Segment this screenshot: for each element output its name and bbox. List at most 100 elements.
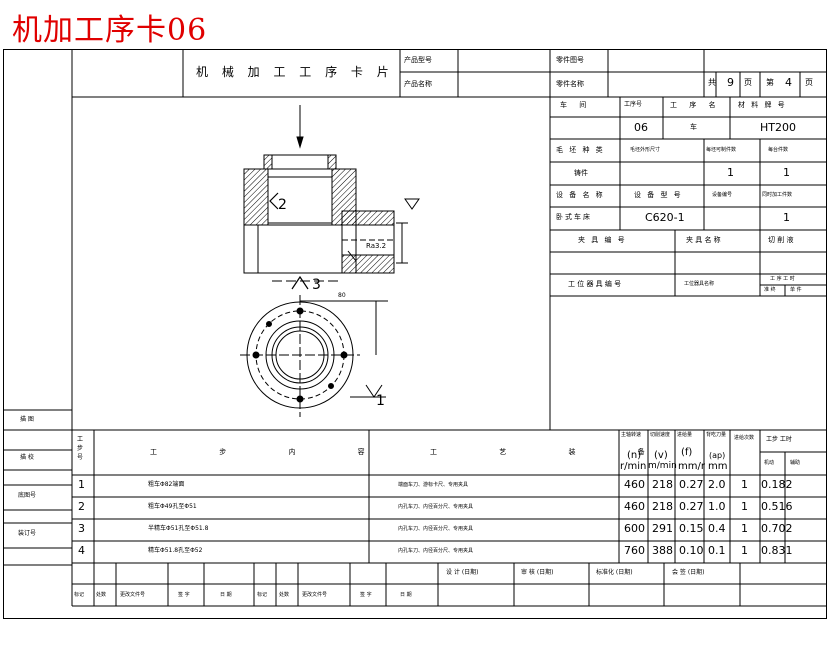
time-aux-label: 辅助 xyxy=(790,460,801,466)
pieces-per: 1 xyxy=(783,166,790,179)
simultaneous: 1 xyxy=(783,211,790,224)
step-speed: 460 xyxy=(624,500,645,513)
product-model-label: 产品型号 xyxy=(404,56,432,64)
sig-label-1: 签 字 xyxy=(178,592,190,598)
mark-label-1: 标记 xyxy=(74,592,85,598)
step-speed: 760 xyxy=(624,544,645,557)
card-name: 机 械 加 工 工 序 卡 片 xyxy=(196,65,394,79)
side-label-bind: 装订号 xyxy=(18,530,37,537)
equipment-name-label: 设 备 名 称 xyxy=(556,191,605,199)
simultaneous-label: 同时加工件数 xyxy=(762,192,793,198)
doc-label-2: 更改文件号 xyxy=(302,592,328,598)
feed-unit: mm/r xyxy=(678,461,705,472)
step-no: 2 xyxy=(78,500,85,513)
process-name: 车 xyxy=(690,123,697,131)
cut-speed-unit: m/min xyxy=(648,461,677,471)
blanks-per-label: 每坯可制件数 xyxy=(706,147,737,153)
step-no-header: 工步号 xyxy=(77,436,84,461)
date-label-1: 日 期 xyxy=(220,592,232,598)
step-equipment: 端面车刀、游标卡尺、专用夹具 xyxy=(398,482,469,488)
step-depth: 0.1 xyxy=(708,544,726,557)
page-value: 4 xyxy=(785,76,792,89)
step-no: 1 xyxy=(78,478,85,491)
part-drawing-label: 零件图号 xyxy=(556,56,584,64)
step-cut-speed: 291 xyxy=(652,522,673,535)
equipment-model-label: 设 备 型 号 xyxy=(634,191,683,199)
feed-label: 进给量 xyxy=(677,432,693,438)
content-header: 工 步 内 容 xyxy=(150,448,395,456)
equipment-name: 卧式车床 xyxy=(556,213,592,221)
step-passes: 1 xyxy=(741,500,748,513)
part-drawing: 2 3 1 Ra3.2 80 xyxy=(240,105,420,417)
feed-sym: (f) xyxy=(681,447,693,458)
time-unit-label: 单 件 xyxy=(790,287,802,293)
passes-label: 进给次数 xyxy=(734,435,755,441)
cut-speed-label: 切削速度 xyxy=(650,432,671,438)
page-unit-2: 页 xyxy=(805,78,813,87)
side-label-trace: 描 图 xyxy=(20,416,34,423)
blank-type: 铸件 xyxy=(574,169,588,177)
coolant-label: 切 削 液 xyxy=(768,236,794,244)
step-feed: 0.15 xyxy=(679,522,704,535)
step-content: 粗车Φ49孔至Φ51 xyxy=(148,503,197,510)
step-passes: 1 xyxy=(741,522,748,535)
step-equipment: 内孔车刀、内径百分尺、专用夹具 xyxy=(398,526,474,532)
workshop-label: 车 间 xyxy=(560,101,592,109)
step-cut-speed: 388 xyxy=(652,544,673,557)
step-speed: 460 xyxy=(624,478,645,491)
time-machine-label: 机动 xyxy=(764,460,775,466)
step-equipment: 内孔车刀、内径百分尺、专用夹具 xyxy=(398,548,474,554)
total-label: 共 xyxy=(708,78,716,87)
dim-label-2: 2 xyxy=(278,197,287,213)
count-label-2: 处数 xyxy=(279,592,290,598)
time-prep-label: 准 终 xyxy=(764,287,776,293)
process-time-label: 工 序 工 时 xyxy=(770,276,795,282)
side-label-base: 底图号 xyxy=(18,492,37,499)
step-no: 3 xyxy=(78,522,85,535)
material: HT200 xyxy=(760,121,796,134)
step-depth: 1.0 xyxy=(708,500,726,513)
step-content: 半精车Φ51孔至Φ51.8 xyxy=(148,525,209,532)
dim-label-3: 3 xyxy=(312,277,321,293)
dim-label-80: 80 xyxy=(338,292,346,299)
speed-sym: (n) xyxy=(627,450,642,461)
design-label: 设 计 (日期) xyxy=(446,569,479,576)
step-speed: 600 xyxy=(624,522,645,535)
date-label-2: 日 期 xyxy=(400,592,412,598)
step-time-label: 工步 工时 xyxy=(766,436,792,443)
step-time: 0.702 xyxy=(761,522,793,535)
step-cut-speed: 218 xyxy=(652,478,673,491)
mark-label-2: 标记 xyxy=(257,592,268,598)
step-passes: 1 xyxy=(741,544,748,557)
station-tool-no-label: 工 位 器 具 编 号 xyxy=(568,280,622,288)
step-feed: 0.27 xyxy=(679,478,704,491)
depth-unit: mm xyxy=(708,461,728,472)
cut-speed-sym: (v) xyxy=(654,450,668,461)
review-label: 审 核 (日期) xyxy=(521,569,554,576)
step-cut-speed: 218 xyxy=(652,500,673,513)
fixture-no-label: 夹 具 编 号 xyxy=(578,236,627,244)
page-label: 第 xyxy=(766,78,774,87)
step-time: 0.516 xyxy=(761,500,793,513)
step-content: 精车Φ51.8孔至Φ52 xyxy=(148,547,203,554)
step-content: 粗车Φ82端面 xyxy=(148,481,185,488)
side-label-check: 描 校 xyxy=(20,454,34,461)
station-tool-name-label: 工位器具名称 xyxy=(684,281,715,287)
process-no: 06 xyxy=(634,121,648,134)
doc-label-1: 更改文件号 xyxy=(120,592,146,598)
depth-sym: (ap) xyxy=(709,451,726,460)
sig-label-2: 签 字 xyxy=(360,592,372,598)
material-label: 材 料 牌 号 xyxy=(738,101,787,109)
part-name-label: 零件名称 xyxy=(556,80,584,88)
depth-label: 背吃刀量 xyxy=(706,432,727,438)
dim-label-1: 1 xyxy=(376,393,385,409)
product-name-label: 产品名称 xyxy=(404,80,432,88)
step-feed: 0.27 xyxy=(679,500,704,513)
step-equipment: 内孔车刀、内径百分尺、专用夹具 xyxy=(398,504,474,510)
equipment-model: C620-1 xyxy=(645,211,685,224)
roughness-label: Ra3.2 xyxy=(366,242,386,250)
blank-size-label: 毛坯外形尺寸 xyxy=(630,147,661,153)
sign-label: 会 签 (日期) xyxy=(672,569,705,576)
equipment-header: 工 艺 装 备 xyxy=(430,448,675,456)
